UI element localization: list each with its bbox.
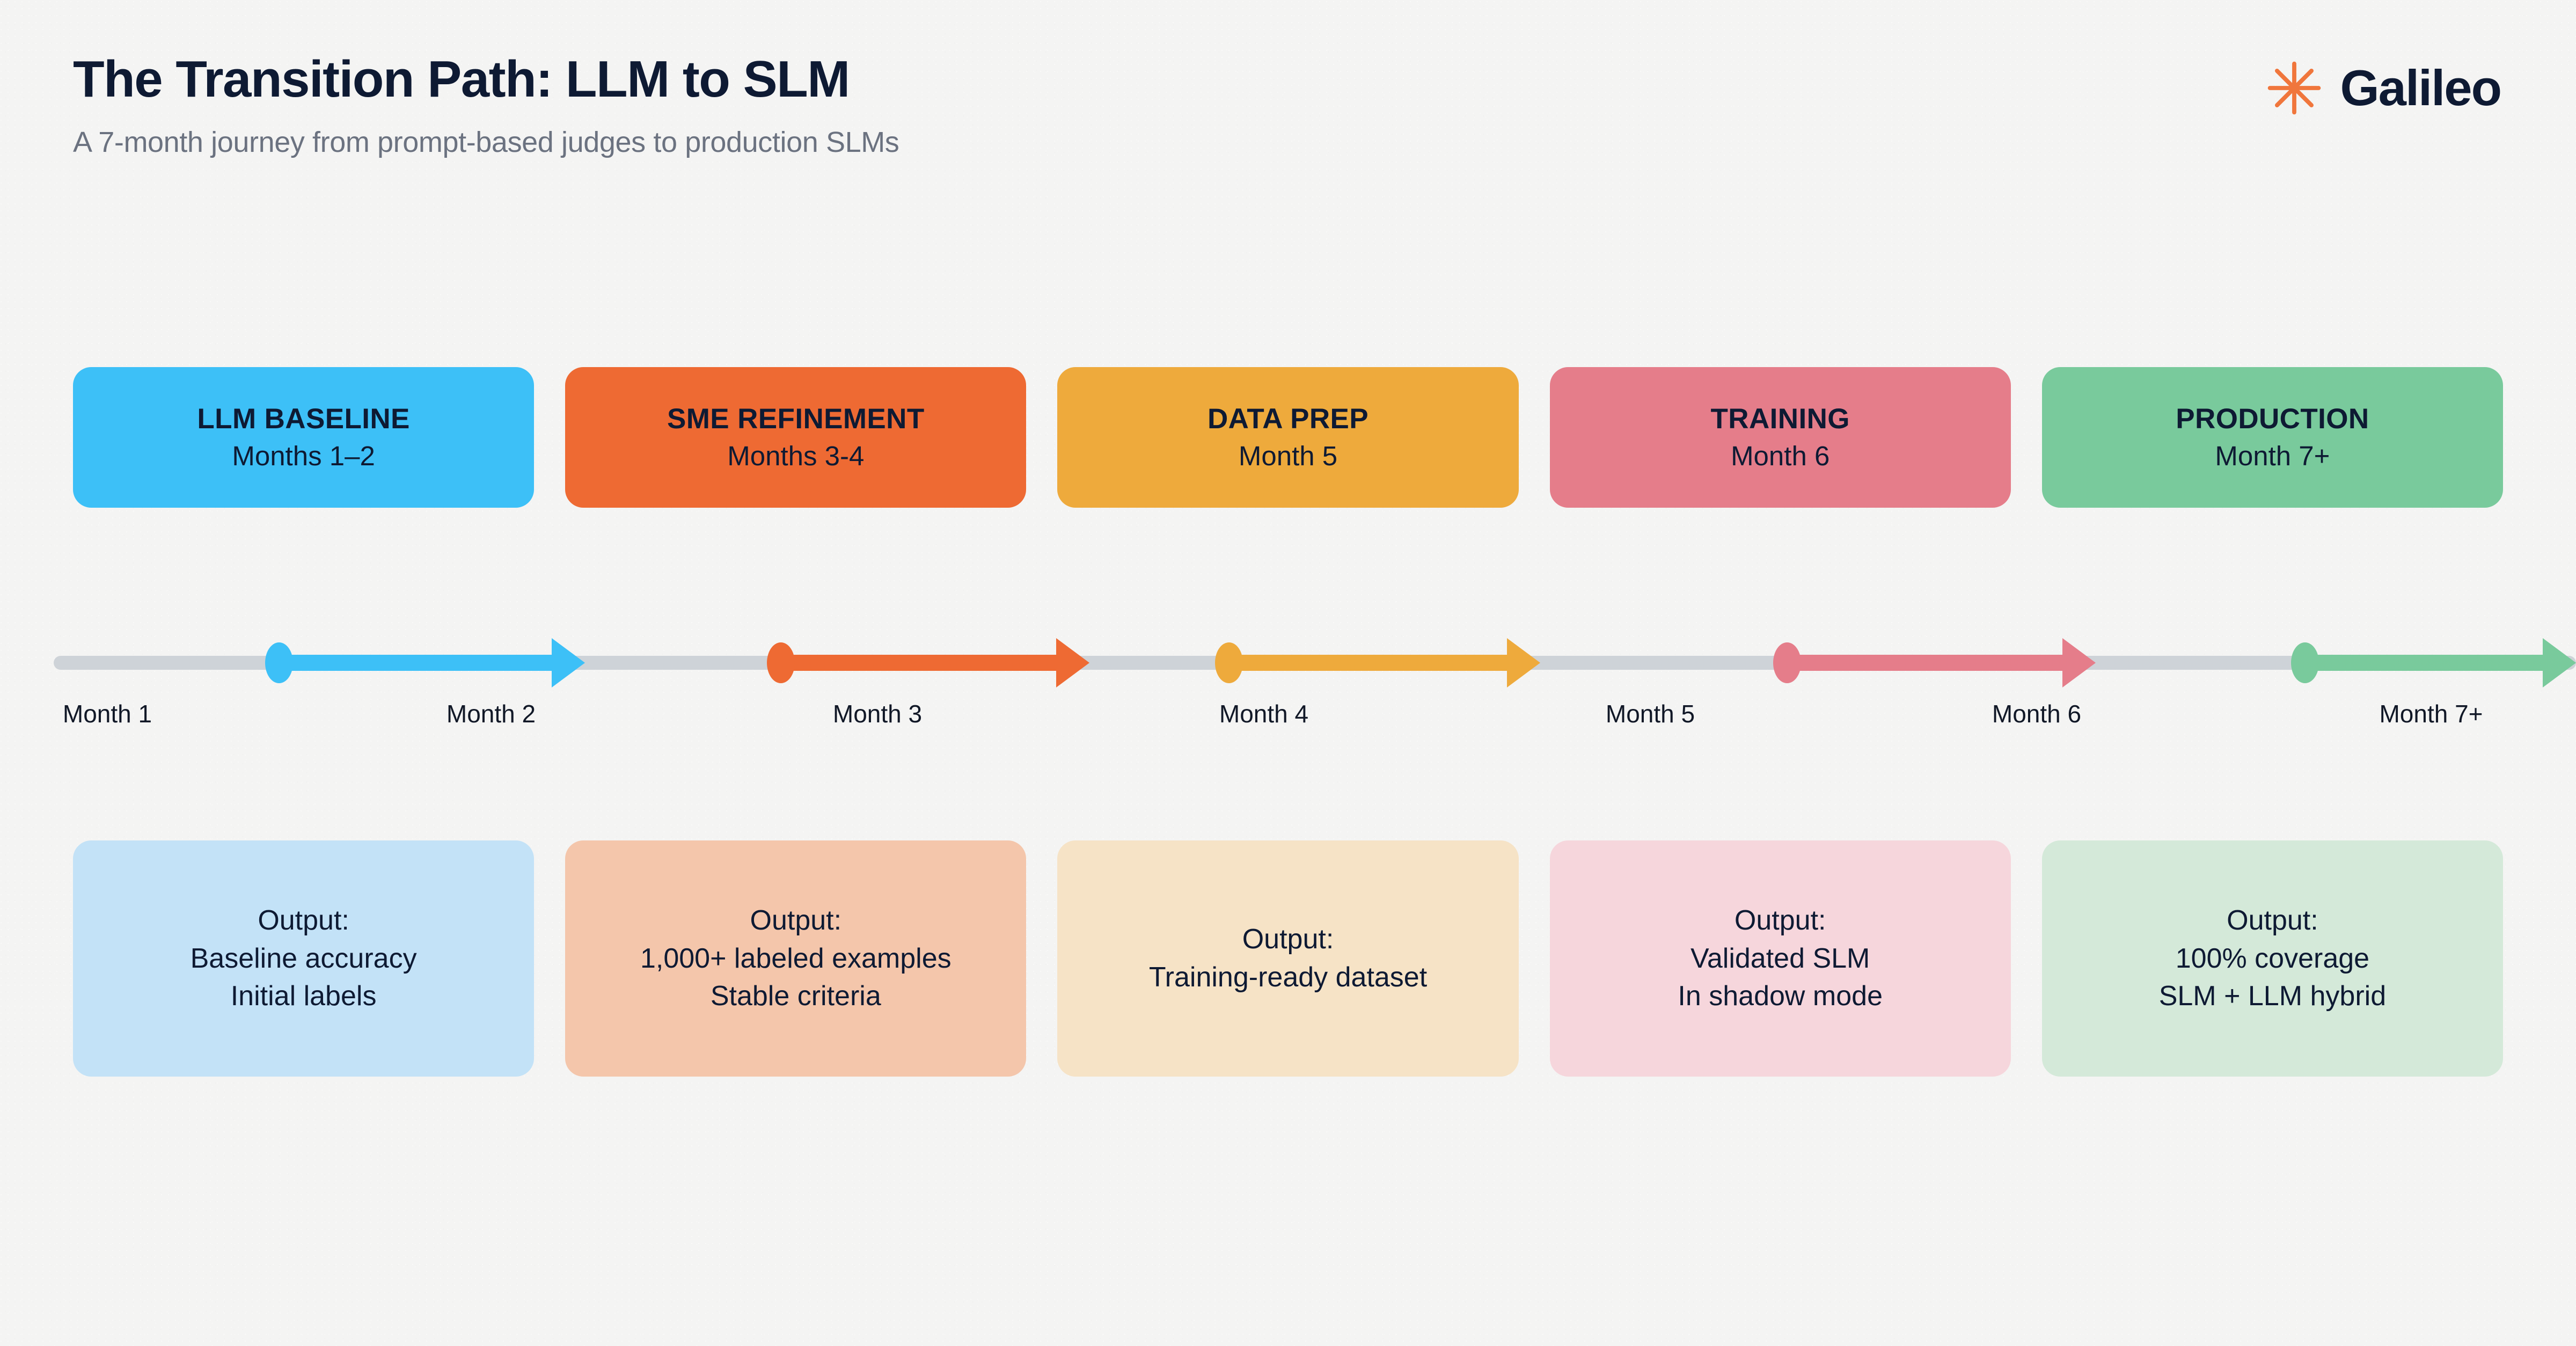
page-subtitle: A 7-month journey from prompt-based judg… bbox=[73, 126, 899, 158]
output-line: 100% coverage bbox=[2175, 942, 2370, 974]
output-line: SLM + LLM hybrid bbox=[2158, 981, 2387, 1012]
output-card-data-prep[interactable]: Output: Training-ready dataset bbox=[1057, 840, 1519, 1077]
brand-logo: Galileo bbox=[2264, 58, 2502, 118]
timeline-tick-label: Month 2 bbox=[446, 700, 536, 728]
phase-months: Months 3-4 bbox=[727, 441, 865, 472]
timeline: Month 1 Month 2 Month 3 Month 4 Month 5 Month… bbox=[0, 620, 2576, 802]
header: The Transition Path: LLM to SLM A 7-mont… bbox=[73, 52, 2503, 159]
phase-title: PRODUCTION bbox=[2176, 403, 2369, 435]
phase-card-sme-refinement[interactable]: SME REFINEMENT Months 3-4 bbox=[565, 367, 1027, 508]
output-label: Output: bbox=[2227, 904, 2318, 936]
phase-title: SME REFINEMENT bbox=[667, 403, 925, 435]
timeline-segment-production bbox=[2291, 638, 2576, 687]
output-line: Baseline accuracy bbox=[190, 942, 417, 974]
timeline-segment-training bbox=[1773, 638, 2096, 687]
timeline-segment-data-prep bbox=[1215, 638, 1540, 687]
output-label: Output: bbox=[1734, 904, 1826, 936]
output-lines: Validated SLM In shadow mode bbox=[1678, 940, 1883, 1015]
phase-months: Months 1–2 bbox=[232, 441, 375, 472]
phase-months: Month 5 bbox=[1238, 441, 1338, 472]
phase-title: LLM BASELINE bbox=[197, 403, 410, 435]
timeline-graphic bbox=[54, 638, 2576, 687]
timeline-tick-label: Month 1 bbox=[62, 700, 152, 728]
phase-title: DATA PREP bbox=[1207, 403, 1369, 435]
timeline-segment-sme-refinement bbox=[767, 638, 1089, 687]
output-line: Stable criteria bbox=[710, 981, 881, 1012]
output-line: Initial labels bbox=[230, 981, 377, 1012]
timeline-tick-label: Month 5 bbox=[1605, 700, 1695, 728]
timeline-tick-label: Month 7+ bbox=[2379, 700, 2483, 728]
output-line: Training-ready dataset bbox=[1148, 962, 1428, 993]
page-title: The Transition Path: LLM to SLM bbox=[73, 50, 850, 108]
brand-name: Galileo bbox=[2340, 60, 2502, 116]
output-line: 1,000+ labeled examples bbox=[640, 942, 952, 974]
galileo-starburst-icon bbox=[2267, 61, 2321, 115]
phase-card-llm-baseline[interactable]: LLM BASELINE Months 1–2 bbox=[73, 367, 535, 508]
phase-card-production[interactable]: PRODUCTION Month 7+ bbox=[2041, 367, 2504, 508]
phase-months: Month 7+ bbox=[2215, 441, 2330, 472]
output-label: Output: bbox=[750, 904, 842, 936]
timeline-tick-label: Month 3 bbox=[832, 700, 923, 728]
phase-card-row: LLM BASELINE Months 1–2 SME REFINEMENT Mont… bbox=[73, 367, 2504, 508]
output-label: Output: bbox=[1242, 924, 1334, 955]
phase-card-data-prep[interactable]: DATA PREP Month 5 bbox=[1057, 367, 1519, 508]
output-label: Output: bbox=[258, 904, 349, 936]
output-lines: Training-ready dataset bbox=[1149, 959, 1427, 997]
output-line: In shadow mode bbox=[1678, 981, 1883, 1012]
timeline-tick-label: Month 4 bbox=[1219, 700, 1309, 728]
timeline-month-labels: Month 1 Month 2 Month 3 Month 4 Month 5 Month… bbox=[0, 699, 2576, 742]
timeline-tick-label: Month 6 bbox=[1992, 700, 2082, 728]
phase-months: Month 6 bbox=[1731, 441, 1830, 472]
timeline-segment-llm-baseline bbox=[265, 638, 585, 687]
output-card-training[interactable]: Output: Validated SLM In shadow mode bbox=[1549, 840, 2011, 1077]
phase-card-training[interactable]: TRAINING Month 6 bbox=[1549, 367, 2011, 508]
output-line: Validated SLM bbox=[1690, 942, 1870, 974]
phase-title: TRAINING bbox=[1710, 403, 1850, 435]
